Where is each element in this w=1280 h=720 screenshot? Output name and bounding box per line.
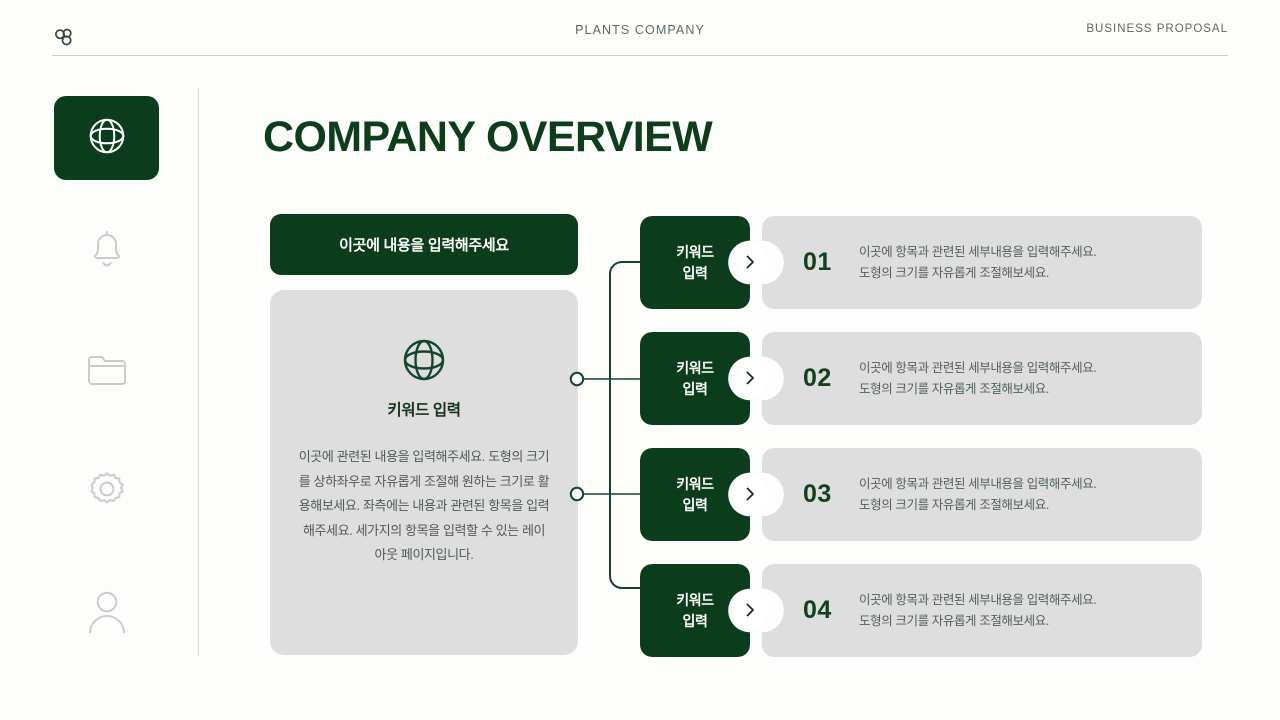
overview-card-title: 키워드 입력 (387, 402, 461, 419)
content-banner-label: 이곳에 내용을 입력해주세요 (339, 237, 509, 254)
overview-row: 키워드 입력 01 이곳에 항목과 관련된 세부내용을 입력해주세요. 도형의 … (640, 216, 1202, 309)
gear-icon (85, 467, 129, 516)
row-keyword-label: 키워드 입력 (676, 590, 714, 632)
chevron-right-icon[interactable] (732, 592, 768, 628)
row-keyword-line2: 입력 (682, 380, 708, 397)
row-keyword-line1: 키워드 (676, 243, 714, 260)
sidebar-item-account[interactable] (54, 578, 159, 648)
row-detail-panel (762, 216, 1202, 309)
row-keyword-line2: 입력 (682, 612, 708, 629)
row-keyword-line1: 키워드 (676, 359, 714, 376)
person-icon (84, 587, 130, 640)
header-company-name: PLANTS COMPANY (575, 23, 705, 37)
sidebar-nav (54, 96, 199, 656)
overview-row: 키워드 입력 03 이곳에 항목과 관련된 세부내용을 입력해주세요. 도형의 … (640, 448, 1202, 541)
row-description-line1: 이곳에 항목과 관련된 세부내용을 입력해주세요. (859, 360, 1097, 375)
row-keyword-line1: 키워드 (676, 591, 714, 608)
overview-card-body: 이곳에 관련된 내용을 입력해주세요. 도형의 크기를 상하좌우로 자유롭게 조… (298, 449, 550, 562)
overview-row: 키워드 입력 04 이곳에 항목과 관련된 세부내용을 입력해주세요. 도형의 … (640, 564, 1202, 657)
header-doc-type: BUSINESS PROPOSAL (1086, 23, 1228, 35)
globe-icon (84, 113, 130, 164)
three-circles-logo-icon (52, 25, 76, 49)
row-description-line1: 이곳에 항목과 관련된 세부내용을 입력해주세요. (859, 476, 1097, 491)
row-description: 이곳에 항목과 관련된 세부내용을 입력해주세요. 도형의 크기를 자유롭게 조… (859, 448, 1189, 541)
row-description-line2: 도형의 크기를 자유롭게 조절해보세요. (859, 613, 1049, 628)
row-detail-panel (762, 332, 1202, 425)
row-description-line1: 이곳에 항목과 관련된 세부내용을 입력해주세요. (859, 244, 1097, 259)
row-description: 이곳에 항목과 관련된 세부내용을 입력해주세요. 도형의 크기를 자유롭게 조… (859, 564, 1189, 657)
row-number: 01 (803, 248, 832, 276)
row-keyword-box[interactable]: 키워드 입력 (640, 332, 750, 425)
row-number: 04 (803, 596, 832, 624)
row-description-line2: 도형의 크기를 자유롭게 조절해보세요. (859, 381, 1049, 396)
row-description: 이곳에 항목과 관련된 세부내용을 입력해주세요. 도형의 크기를 자유롭게 조… (859, 216, 1189, 309)
row-keyword-box[interactable]: 키워드 입력 (640, 448, 750, 541)
sidebar-item-notifications[interactable] (54, 216, 159, 286)
row-description-line2: 도형의 크기를 자유롭게 조절해보세요. (859, 265, 1049, 280)
chevron-right-icon[interactable] (732, 360, 768, 396)
sidebar-item-settings[interactable] (54, 456, 159, 526)
sidebar-item-globe[interactable] (54, 96, 159, 180)
row-number: 02 (803, 364, 832, 392)
chevron-right-icon[interactable] (732, 476, 768, 512)
row-keyword-line2: 입력 (682, 496, 708, 513)
row-keyword-line2: 입력 (682, 264, 708, 281)
row-detail-panel (762, 448, 1202, 541)
row-keyword-label: 키워드 입력 (676, 474, 714, 516)
page-title: COMPANY OVERVIEW (263, 113, 713, 161)
chevron-right-icon[interactable] (732, 244, 768, 280)
row-number: 03 (803, 480, 832, 508)
globe-icon (398, 334, 450, 391)
overview-card-icon-wrap (270, 334, 578, 391)
row-keyword-line1: 키워드 (676, 475, 714, 492)
folder-icon (84, 348, 130, 395)
row-keyword-box[interactable]: 키워드 입력 (640, 216, 750, 309)
row-keyword-box[interactable]: 키워드 입력 (640, 564, 750, 657)
row-description: 이곳에 항목과 관련된 세부내용을 입력해주세요. 도형의 크기를 자유롭게 조… (859, 332, 1189, 425)
slide-header: PLANTS COMPANY BUSINESS PROPOSAL (52, 18, 1228, 56)
row-keyword-label: 키워드 입력 (676, 242, 714, 284)
row-description-line1: 이곳에 항목과 관련된 세부내용을 입력해주세요. (859, 592, 1097, 607)
sidebar-item-files[interactable] (54, 336, 159, 406)
overview-card: 키워드 입력 이곳에 관련된 내용을 입력해주세요. 도형의 크기를 상하좌우로… (270, 290, 578, 655)
row-description-line2: 도형의 크기를 자유롭게 조절해보세요. (859, 497, 1049, 512)
row-detail-panel (762, 564, 1202, 657)
connector-lines (560, 200, 680, 660)
row-keyword-label: 키워드 입력 (676, 358, 714, 400)
sidebar-divider (198, 88, 199, 656)
overview-row: 키워드 입력 02 이곳에 항목과 관련된 세부내용을 입력해주세요. 도형의 … (640, 332, 1202, 425)
bell-icon (85, 225, 129, 278)
content-banner[interactable]: 이곳에 내용을 입력해주세요 (270, 214, 578, 275)
